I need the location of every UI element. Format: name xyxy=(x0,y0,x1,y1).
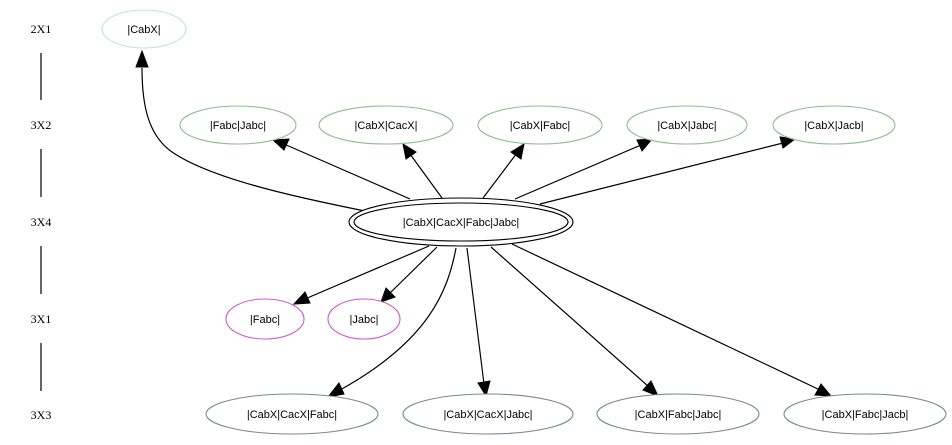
arrowhead xyxy=(510,142,525,160)
arrowhead xyxy=(402,142,417,160)
node-ellipse xyxy=(596,393,760,435)
node-fabc[interactable]: |Fabc| xyxy=(225,298,305,340)
node-fabc-jabc[interactable]: |Fabc|Jabc| xyxy=(179,105,297,145)
edges xyxy=(135,49,833,398)
arrowhead xyxy=(636,138,654,152)
edge-to-cabx-cacx xyxy=(409,153,443,199)
edge-to-cabx-fabc xyxy=(482,152,518,199)
node-cabx-fabc-jacb[interactable]: |CabX|Fabc|Jacb| xyxy=(783,393,947,435)
node-jabc[interactable]: |Jabc| xyxy=(327,298,401,340)
node-ellipse xyxy=(402,393,574,435)
node-cabx-fabc-jabc[interactable]: |CabX|Fabc|Jabc| xyxy=(596,393,760,435)
node-label: |Fabc|Jabc| xyxy=(210,120,266,132)
node-ellipse xyxy=(205,393,379,435)
node-ellipse xyxy=(626,105,748,145)
node-cabx-jacb[interactable]: |CabX|Jacb| xyxy=(772,105,896,145)
edge-to-jabc xyxy=(389,246,438,294)
edge-to-cabx-cacx-jabc xyxy=(466,247,485,385)
node-label: |CabX|Jabc| xyxy=(657,120,716,132)
edge-to-cabx-fabc-jabc xyxy=(490,246,650,388)
node-ellipse xyxy=(101,9,187,49)
node-label: |CabX| xyxy=(127,24,160,36)
node-ellipse xyxy=(477,105,603,145)
node-ellipse xyxy=(772,105,896,145)
edge-to-fabc-jabc xyxy=(283,143,411,200)
arrowhead xyxy=(292,291,311,305)
edge-to-cabx-cacx-fabc xyxy=(339,247,457,391)
node-cabx-cacx-fabc[interactable]: |CabX|CacX|Fabc| xyxy=(205,393,379,435)
arrowhead xyxy=(326,382,345,398)
edge-to-cabx-jabc xyxy=(514,144,642,200)
node-label: |CabX|Jacb| xyxy=(804,120,863,132)
edge-to-cabx-fabc-jacb xyxy=(511,243,821,391)
node-label: |CabX|CacX|Jabc| xyxy=(443,409,532,421)
arrowhead xyxy=(779,136,797,149)
node-ellipse-inner xyxy=(353,202,569,242)
node-label: |CabX|Fabc| xyxy=(510,120,571,132)
node-label: |Fabc| xyxy=(250,314,280,326)
node-cabx-jabc[interactable]: |CabX|Jabc| xyxy=(626,105,748,145)
node-label: |CabX|Fabc|Jacb| xyxy=(822,409,909,421)
node-ellipse xyxy=(783,393,947,435)
edge-to-cabx xyxy=(141,67,366,212)
node-ellipse xyxy=(179,105,297,145)
node-ellipse xyxy=(318,105,454,145)
arrowhead xyxy=(271,138,290,151)
rank-column: 2X1 3X2 3X4 3X1 3X3 xyxy=(31,22,52,422)
rank-label-3x3: 3X3 xyxy=(31,408,52,422)
arrowhead xyxy=(477,380,491,398)
node-ellipse xyxy=(327,298,401,340)
edge-to-cabx-jacb xyxy=(539,142,784,205)
rank-label-3x1: 3X1 xyxy=(31,312,52,326)
node-label: |CabX|Fabc|Jabc| xyxy=(635,409,722,421)
edge-to-fabc xyxy=(304,245,430,300)
rank-label-2x1: 2X1 xyxy=(31,22,52,36)
node-label: |CabX|CacX| xyxy=(355,120,418,132)
rank-label-3x4: 3X4 xyxy=(31,215,52,229)
node-cabx-cacx[interactable]: |CabX|CacX| xyxy=(318,105,454,145)
rank-label-3x2: 3X2 xyxy=(31,118,52,132)
node-label: |CabX|CacX|Fabc| xyxy=(247,409,337,421)
arrowhead xyxy=(814,383,833,397)
node-cabx-cacx-jabc[interactable]: |CabX|CacX|Jabc| xyxy=(402,393,574,435)
node-cabx-fabc[interactable]: |CabX|Fabc| xyxy=(477,105,603,145)
node-label: |Jabc| xyxy=(350,314,379,326)
node-center[interactable]: |CabX|CacX|Fabc|Jabc| xyxy=(348,197,574,247)
node-cabx[interactable]: |CabX| xyxy=(101,9,187,49)
node-ellipse xyxy=(225,298,305,340)
node-label: |CabX|CacX|Fabc|Jabc| xyxy=(403,217,519,229)
arrowhead xyxy=(135,49,149,68)
arrowhead xyxy=(380,287,396,303)
arrowhead xyxy=(642,380,659,397)
